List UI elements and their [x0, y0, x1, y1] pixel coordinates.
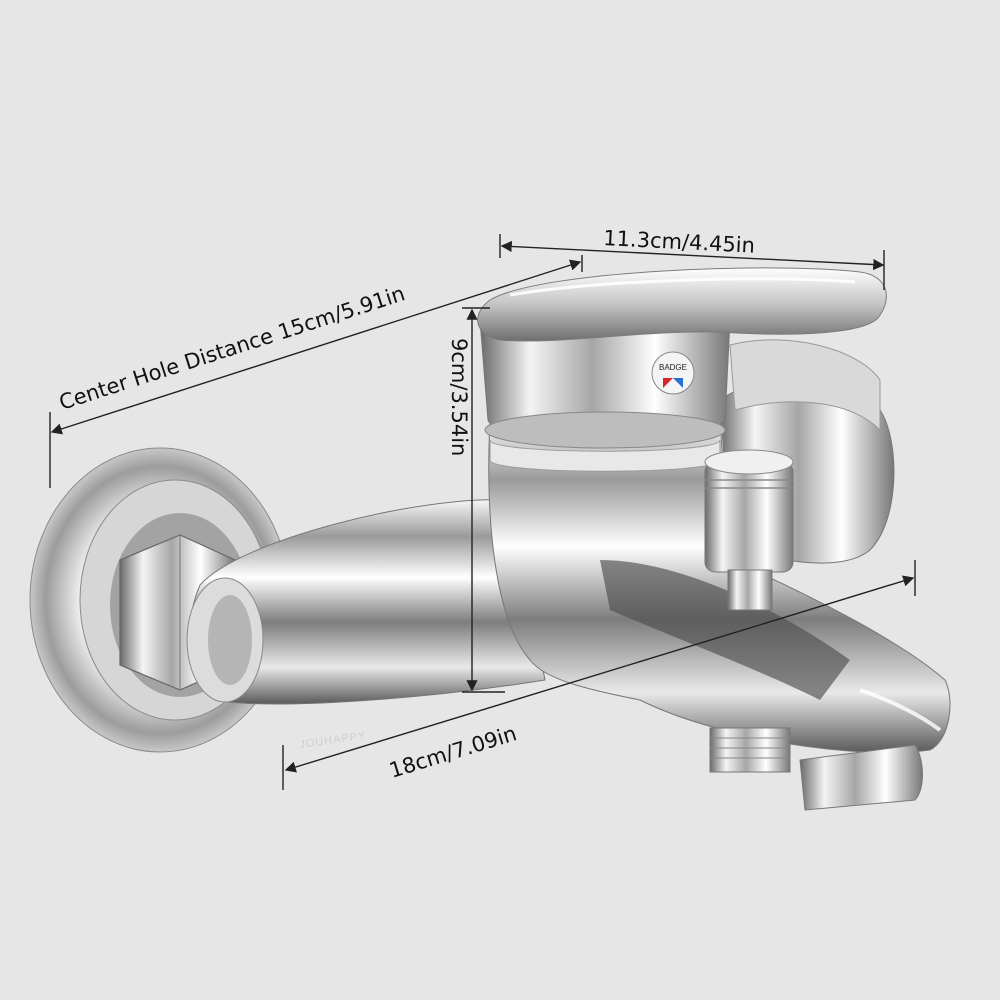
center-hole-distance-label: Center Hole Distance 15cm/5.91in [56, 281, 408, 414]
hot-indicator [663, 378, 673, 388]
hot-cold-badge: BADGE [651, 351, 695, 395]
height-label: 9cm/3.54in [447, 338, 471, 456]
handle-width-label: 11.3cm/4.45in [603, 226, 756, 258]
spout-aerator [799, 744, 923, 811]
cold-indicator [673, 378, 683, 388]
shower-outlet-thread [709, 727, 791, 773]
badge-label: BADGE [659, 363, 687, 372]
length-label: 18cm/7.09in [386, 721, 519, 782]
lever-handle [477, 267, 887, 342]
